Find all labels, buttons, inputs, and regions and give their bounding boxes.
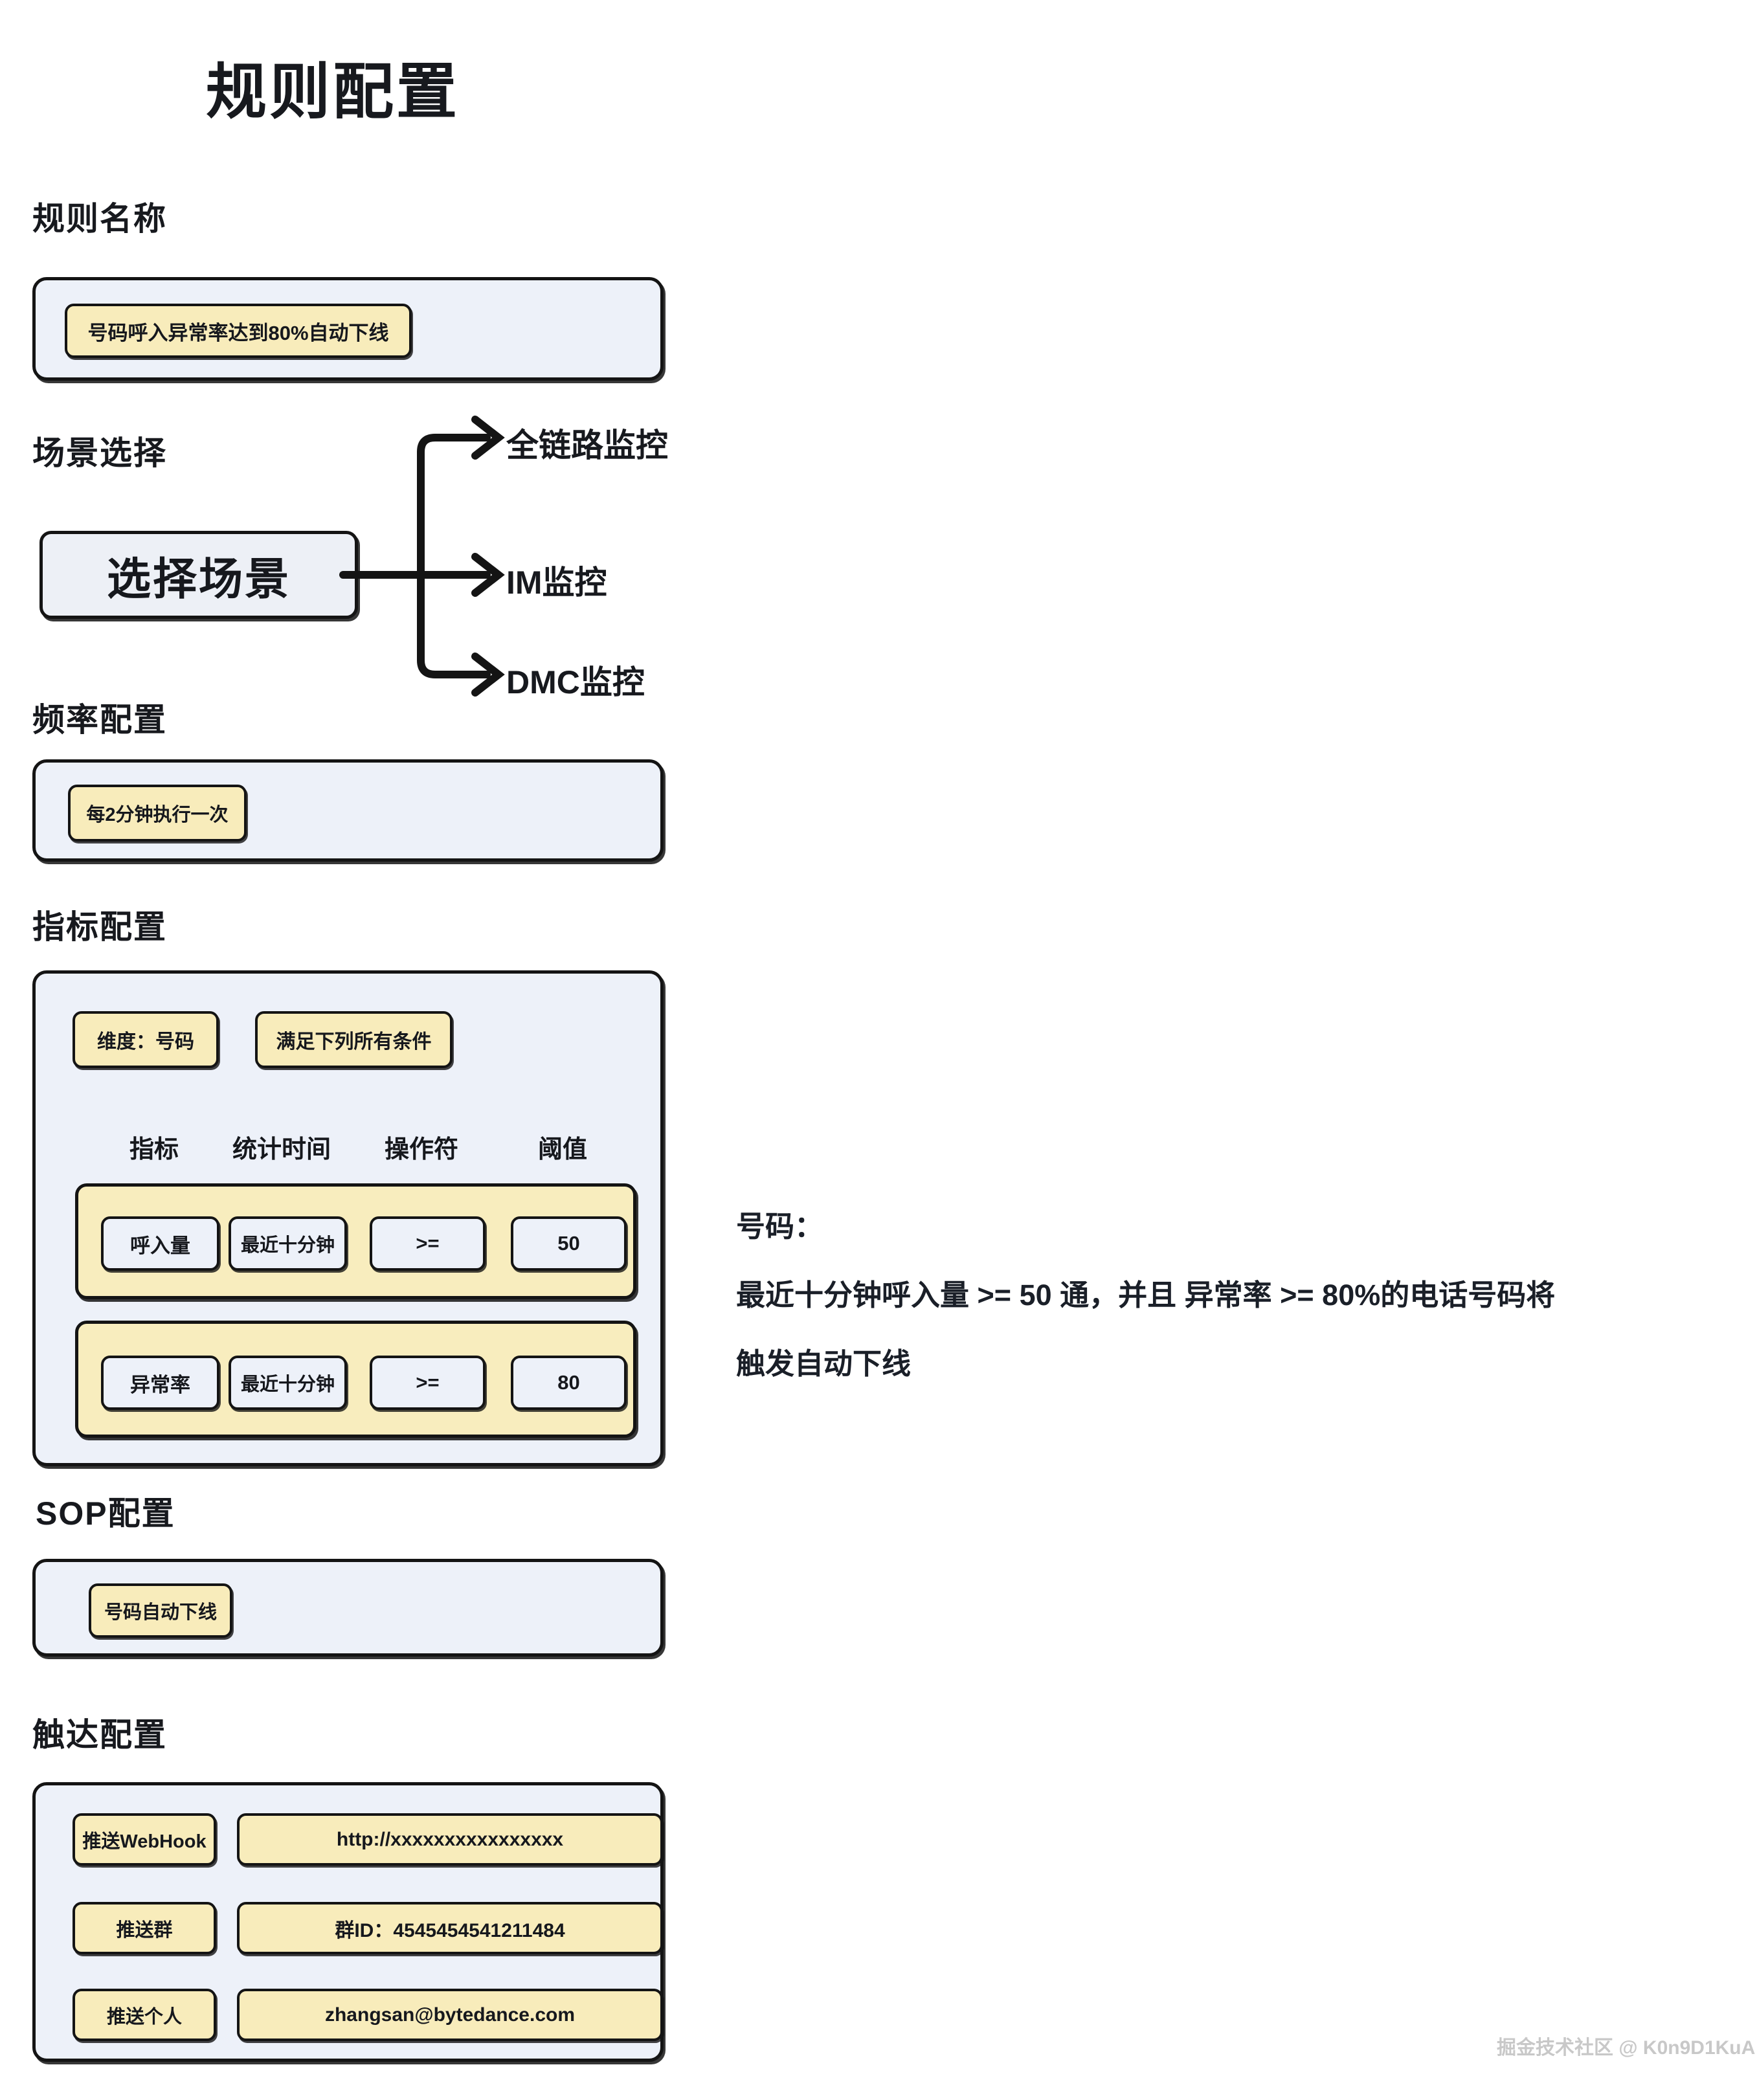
annotation-line-1: 最近十分钟呼入量 >= 50 通，并且 异常率 >= 80%的电话号码将 bbox=[736, 1279, 1556, 1312]
sop-pill: 号码自动下线 bbox=[89, 1583, 232, 1638]
annotation-line-2: 触发自动下线 bbox=[736, 1347, 912, 1380]
metric-row: 呼入量 最近十分钟 >= 50 bbox=[75, 1183, 636, 1299]
column-header-metric: 指标 bbox=[129, 1136, 179, 1163]
arrowhead-top-icon bbox=[471, 416, 505, 460]
metrics-panel: 维度：号码 满足下列所有条件 指标 统计时间 操作符 阈值 呼入量 最近十分钟 … bbox=[32, 970, 664, 1466]
rule-name-panel: 号码呼入异常率达到80%自动下线 bbox=[32, 277, 664, 381]
condition-pill: 满足下列所有条件 bbox=[255, 1011, 453, 1068]
section-label-frequency: 频率配置 bbox=[32, 702, 167, 738]
scene-option-full-link: 全链路监控 bbox=[506, 427, 668, 464]
metric-cell-threshold: 80 bbox=[511, 1356, 627, 1410]
column-header-window: 统计时间 bbox=[232, 1136, 331, 1163]
scene-selector-box: 选择场景 bbox=[39, 531, 358, 619]
branch-line-bottom bbox=[417, 571, 491, 678]
column-header-threshold: 阈值 bbox=[537, 1136, 587, 1163]
metric-cell-operator: >= bbox=[370, 1356, 486, 1410]
rule-name-pill: 号码呼入异常率达到80%自动下线 bbox=[65, 304, 412, 358]
scene-option-im: IM监控 bbox=[506, 564, 607, 601]
column-header-operator: 操作符 bbox=[384, 1136, 458, 1163]
dimension-pill: 维度：号码 bbox=[73, 1011, 219, 1068]
arrowhead-bottom-icon bbox=[471, 653, 505, 697]
reach-panel: 推送WebHook http://xxxxxxxxxxxxxxxx 推送群 群I… bbox=[32, 1782, 664, 2062]
metric-cell-window: 最近十分钟 bbox=[229, 1216, 347, 1271]
section-label-rule-name: 规则名称 bbox=[32, 201, 167, 237]
frequency-panel: 每2分钟执行一次 bbox=[32, 759, 664, 862]
sop-panel: 号码自动下线 bbox=[32, 1559, 664, 1657]
page-title: 规则配置 bbox=[206, 58, 460, 126]
frequency-pill: 每2分钟执行一次 bbox=[68, 785, 247, 842]
reach-target-person: zhangsan@bytedance.com bbox=[237, 1989, 663, 2041]
branch-arrows-icon bbox=[339, 416, 505, 697]
section-label-metrics: 指标配置 bbox=[32, 909, 167, 945]
metric-cell-name: 呼入量 bbox=[101, 1216, 219, 1271]
section-label-reach: 触达配置 bbox=[32, 1717, 167, 1753]
scene-option-dmc: DMC监控 bbox=[506, 664, 645, 700]
reach-channel-webhook: 推送WebHook bbox=[73, 1813, 216, 1866]
annotation-heading: 号码： bbox=[736, 1210, 824, 1243]
arrowhead-middle-icon bbox=[471, 553, 505, 597]
reach-channel-group: 推送群 bbox=[73, 1902, 216, 1954]
metric-cell-window: 最近十分钟 bbox=[229, 1356, 347, 1410]
annotation-block: 号码： 最近十分钟呼入量 >= 50 通，并且 异常率 >= 80%的电话号码将… bbox=[736, 1192, 1555, 1398]
branch-line-top bbox=[417, 434, 491, 579]
section-label-scene: 场景选择 bbox=[32, 435, 167, 471]
reach-target-group: 群ID：4545454541211484 bbox=[237, 1902, 663, 1954]
metric-cell-name: 异常率 bbox=[101, 1356, 219, 1410]
reach-target-webhook: http://xxxxxxxxxxxxxxxx bbox=[237, 1813, 663, 1866]
metric-row: 异常率 最近十分钟 >= 80 bbox=[75, 1321, 636, 1438]
watermark: 掘金技术社区 @ K0n9D1KuA bbox=[1497, 2037, 1756, 2059]
metric-cell-threshold: 50 bbox=[511, 1216, 627, 1271]
reach-channel-person: 推送个人 bbox=[73, 1989, 216, 2041]
metric-cell-operator: >= bbox=[370, 1216, 486, 1271]
section-label-sop: SOP配置 bbox=[36, 1495, 175, 1532]
